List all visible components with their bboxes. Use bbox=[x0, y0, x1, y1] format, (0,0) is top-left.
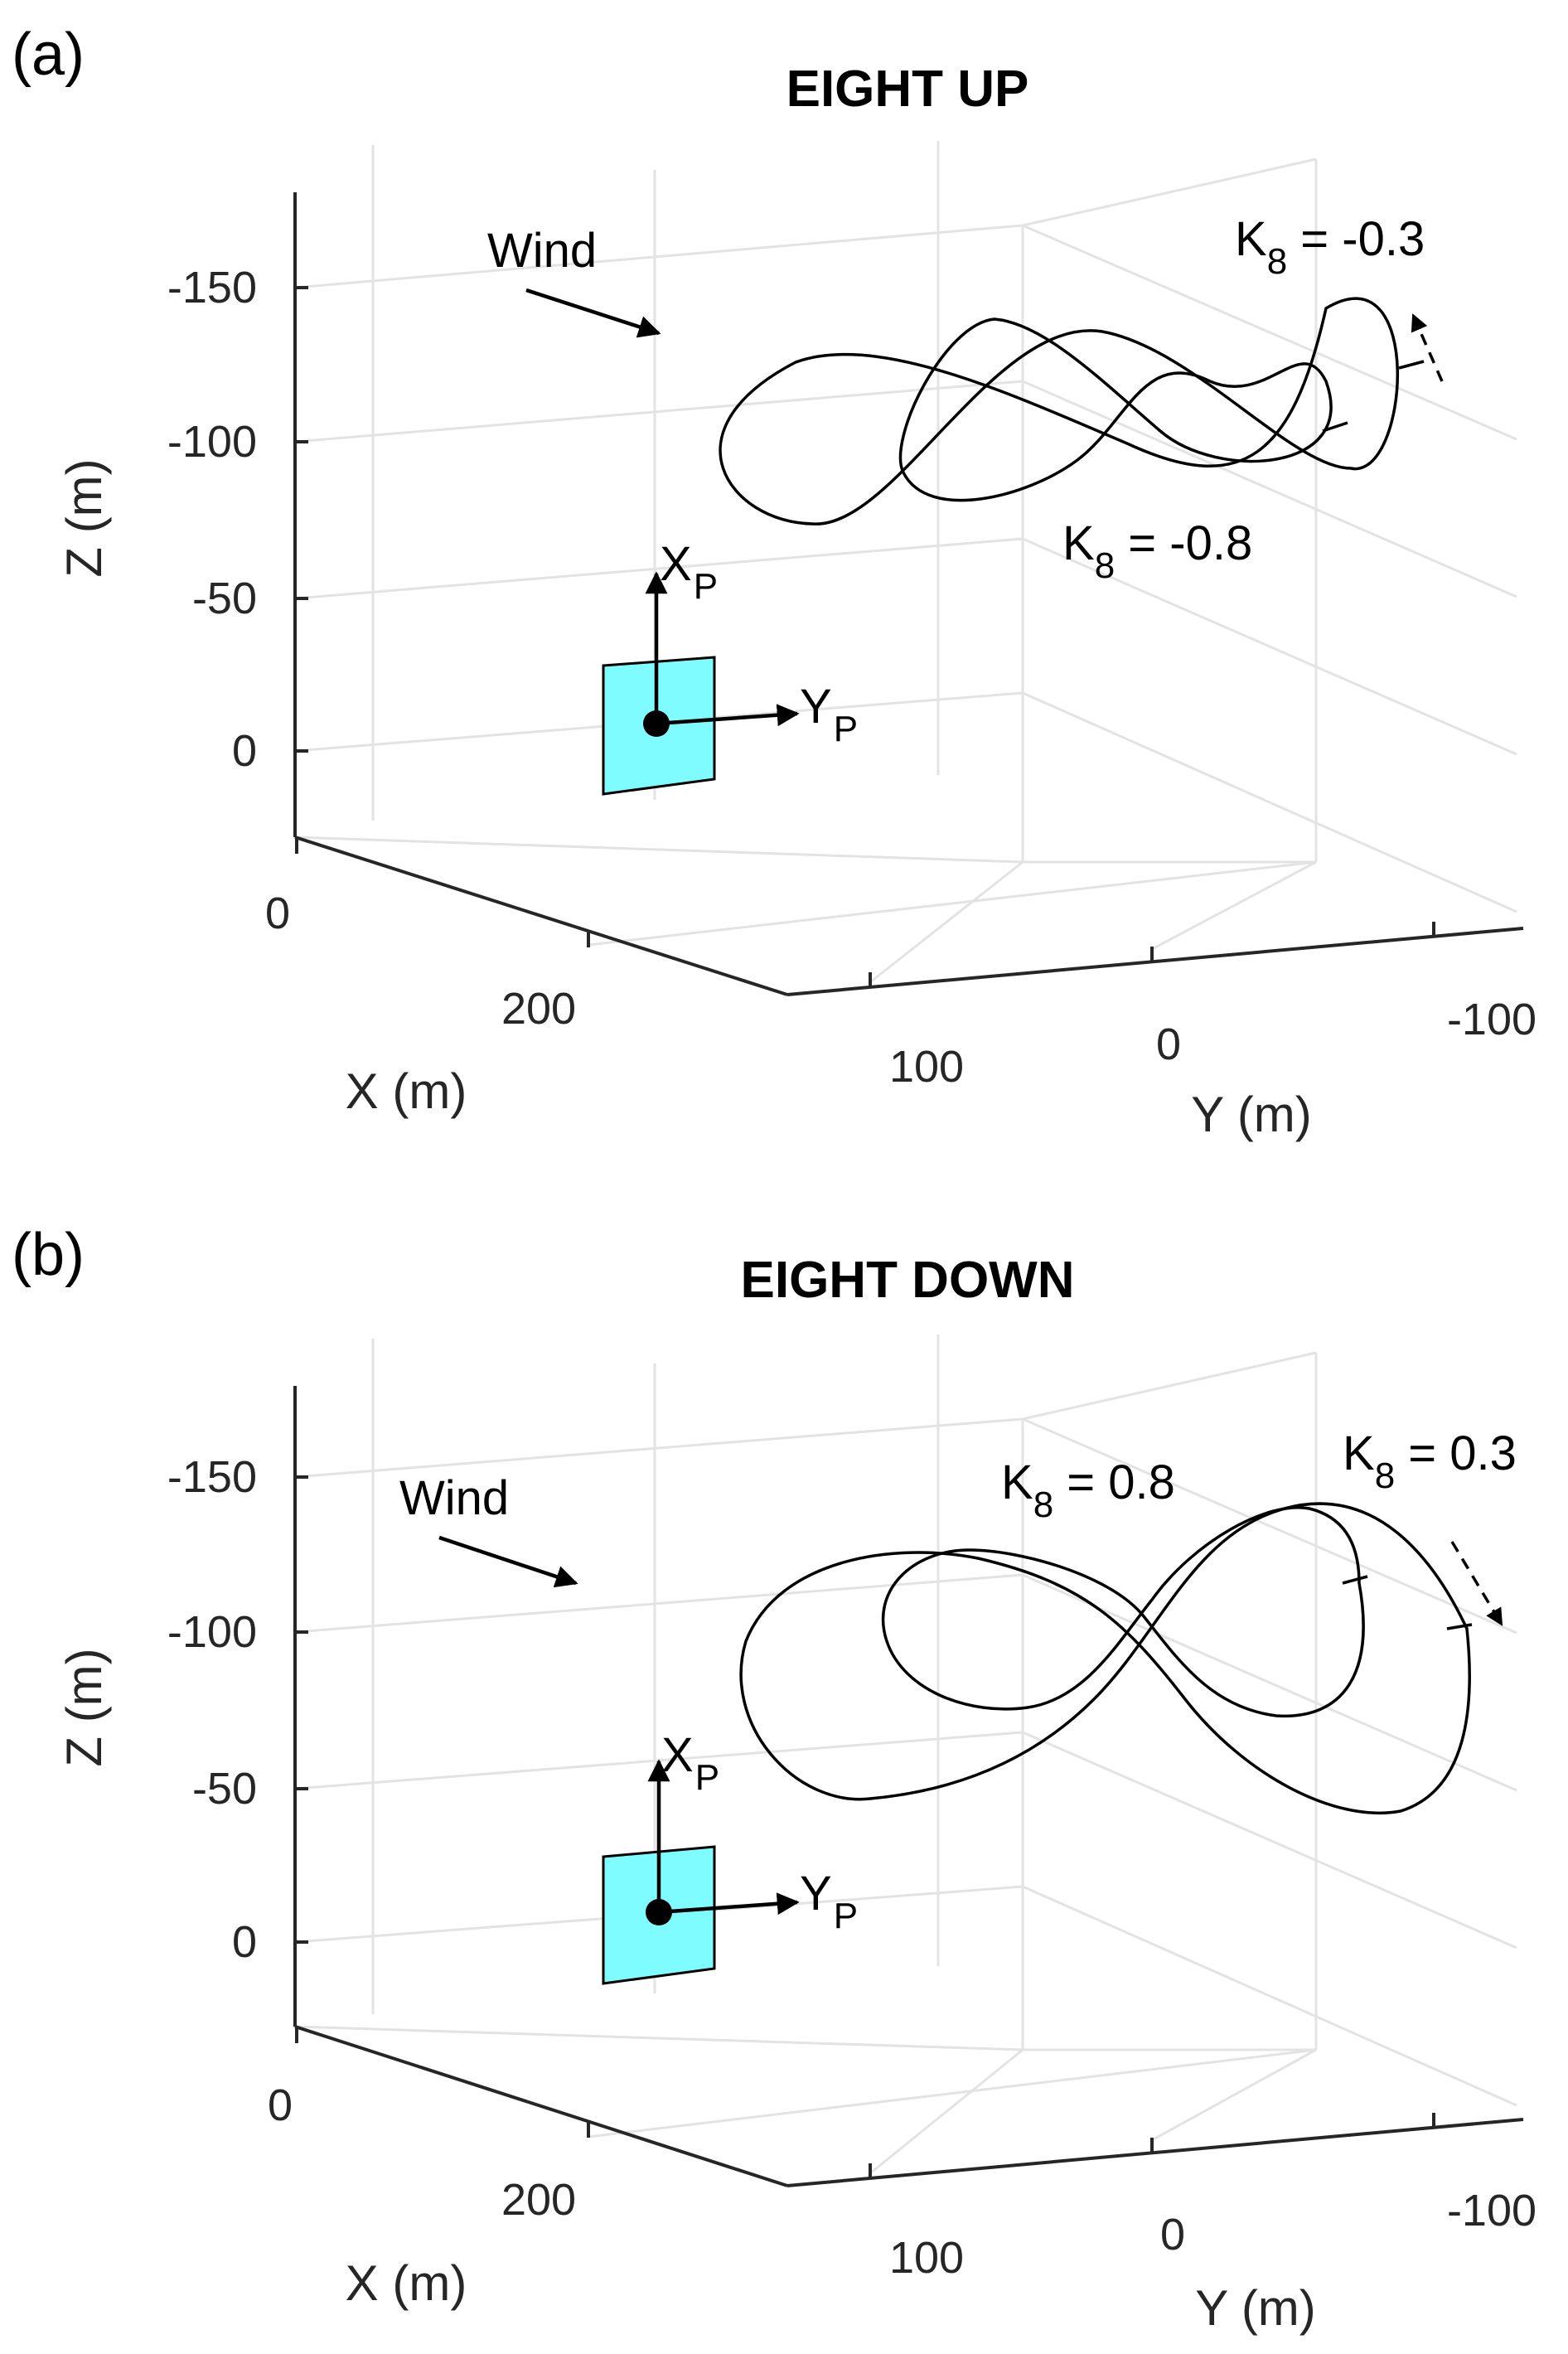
panel-a-origin bbox=[643, 710, 670, 737]
panel-b-z-tick: -50 bbox=[192, 1764, 257, 1814]
panel-a-title: EIGHT UP bbox=[786, 61, 1029, 118]
panel-a-y-axis bbox=[786, 927, 1524, 996]
panel-a-xp-label: XP bbox=[660, 537, 718, 607]
panel-b-grid bbox=[294, 1334, 1517, 2175]
panel-a-x-tick: 200 bbox=[501, 984, 576, 1034]
panel-b-y-tick: -100 bbox=[1447, 2186, 1537, 2235]
panel-b-axes bbox=[293, 1386, 1524, 2187]
panel-a-x-axis bbox=[294, 836, 788, 996]
panel-b-label: (b) bbox=[12, 1222, 85, 1288]
panel-b-k-label-outer: K8 = 0.3 bbox=[1343, 1426, 1517, 1496]
panel-a-x-tick: 0 bbox=[265, 889, 290, 938]
panel-a-direction-arrow bbox=[1411, 313, 1444, 382]
panel-a-z-label: Z (m) bbox=[56, 458, 112, 577]
panel-a-wind-label: Wind bbox=[487, 224, 597, 278]
panel-a-k-label-outer: K8 = -0.3 bbox=[1235, 212, 1425, 282]
panel-b-trajectory-outer bbox=[739, 1502, 1471, 1815]
panel-b-xp-label: XP bbox=[661, 1728, 719, 1798]
panel-a-y-label: Y (m) bbox=[1191, 1087, 1312, 1142]
panel-a-z-tick: -150 bbox=[167, 263, 257, 312]
panel-a-z-tick: 0 bbox=[232, 726, 257, 776]
panel-b-y-tick: 100 bbox=[889, 2233, 964, 2283]
panel-a-wind-arrow bbox=[525, 288, 661, 338]
panel-b-direction-arrow bbox=[1450, 1541, 1503, 1626]
panel-b-x-label: X (m) bbox=[346, 2255, 467, 2311]
panel-b-x-tick: 200 bbox=[501, 2175, 576, 2225]
panel-b: (b) EIGHT DOWN bbox=[12, 1222, 1537, 2336]
panel-a-trajectory-inner bbox=[898, 317, 1333, 502]
panel-b-y-axis bbox=[786, 2118, 1524, 2187]
panel-a-y-tick: 100 bbox=[889, 1042, 964, 1092]
panel-b-yp-label: YP bbox=[800, 1867, 858, 1936]
panel-b-k-label-inner: K8 = 0.8 bbox=[1001, 1456, 1175, 1525]
panel-b-x-axis bbox=[294, 2025, 788, 2187]
panel-a-z-tick: -50 bbox=[192, 574, 257, 623]
panel-a-x-label: X (m) bbox=[346, 1063, 467, 1119]
panel-a-y-tick: -100 bbox=[1447, 995, 1537, 1044]
panel-b-origin bbox=[646, 1899, 672, 1925]
panel-b-z-tick: -150 bbox=[167, 1452, 257, 1502]
panel-a-y-tick: 0 bbox=[1156, 1020, 1181, 1069]
panel-b-z-label: Z (m) bbox=[56, 1648, 112, 1766]
panel-a-trajectory-outer bbox=[719, 297, 1400, 526]
panel-b-y-tick: 0 bbox=[1160, 2210, 1185, 2260]
panel-b-z-tick: 0 bbox=[232, 1917, 257, 1967]
panel-b-wind-label: Wind bbox=[399, 1471, 509, 1525]
panel-a-yp-arrow bbox=[656, 704, 800, 727]
panel-b-title: EIGHT DOWN bbox=[741, 1252, 1075, 1309]
panel-a-axes bbox=[293, 192, 1524, 996]
panel-b-y-label: Y (m) bbox=[1195, 2280, 1316, 2336]
panel-b-z-tick: -100 bbox=[167, 1607, 257, 1657]
panel-b-trajectory-inner bbox=[881, 1506, 1365, 1718]
panel-b-wind-arrow bbox=[438, 1535, 578, 1588]
panel-a: (a) EIGHT UP bbox=[12, 22, 1537, 1142]
panel-a-k-label-inner: K8 = -0.8 bbox=[1062, 516, 1252, 586]
panel-a-z-tick: -100 bbox=[167, 417, 257, 467]
panel-a-yp-label: YP bbox=[800, 680, 858, 749]
panel-b-yp-arrow bbox=[658, 1892, 800, 1916]
panel-a-grid bbox=[294, 141, 1517, 984]
panel-b-x-tick: 0 bbox=[268, 2080, 293, 2130]
panel-a-label: (a) bbox=[12, 22, 85, 88]
